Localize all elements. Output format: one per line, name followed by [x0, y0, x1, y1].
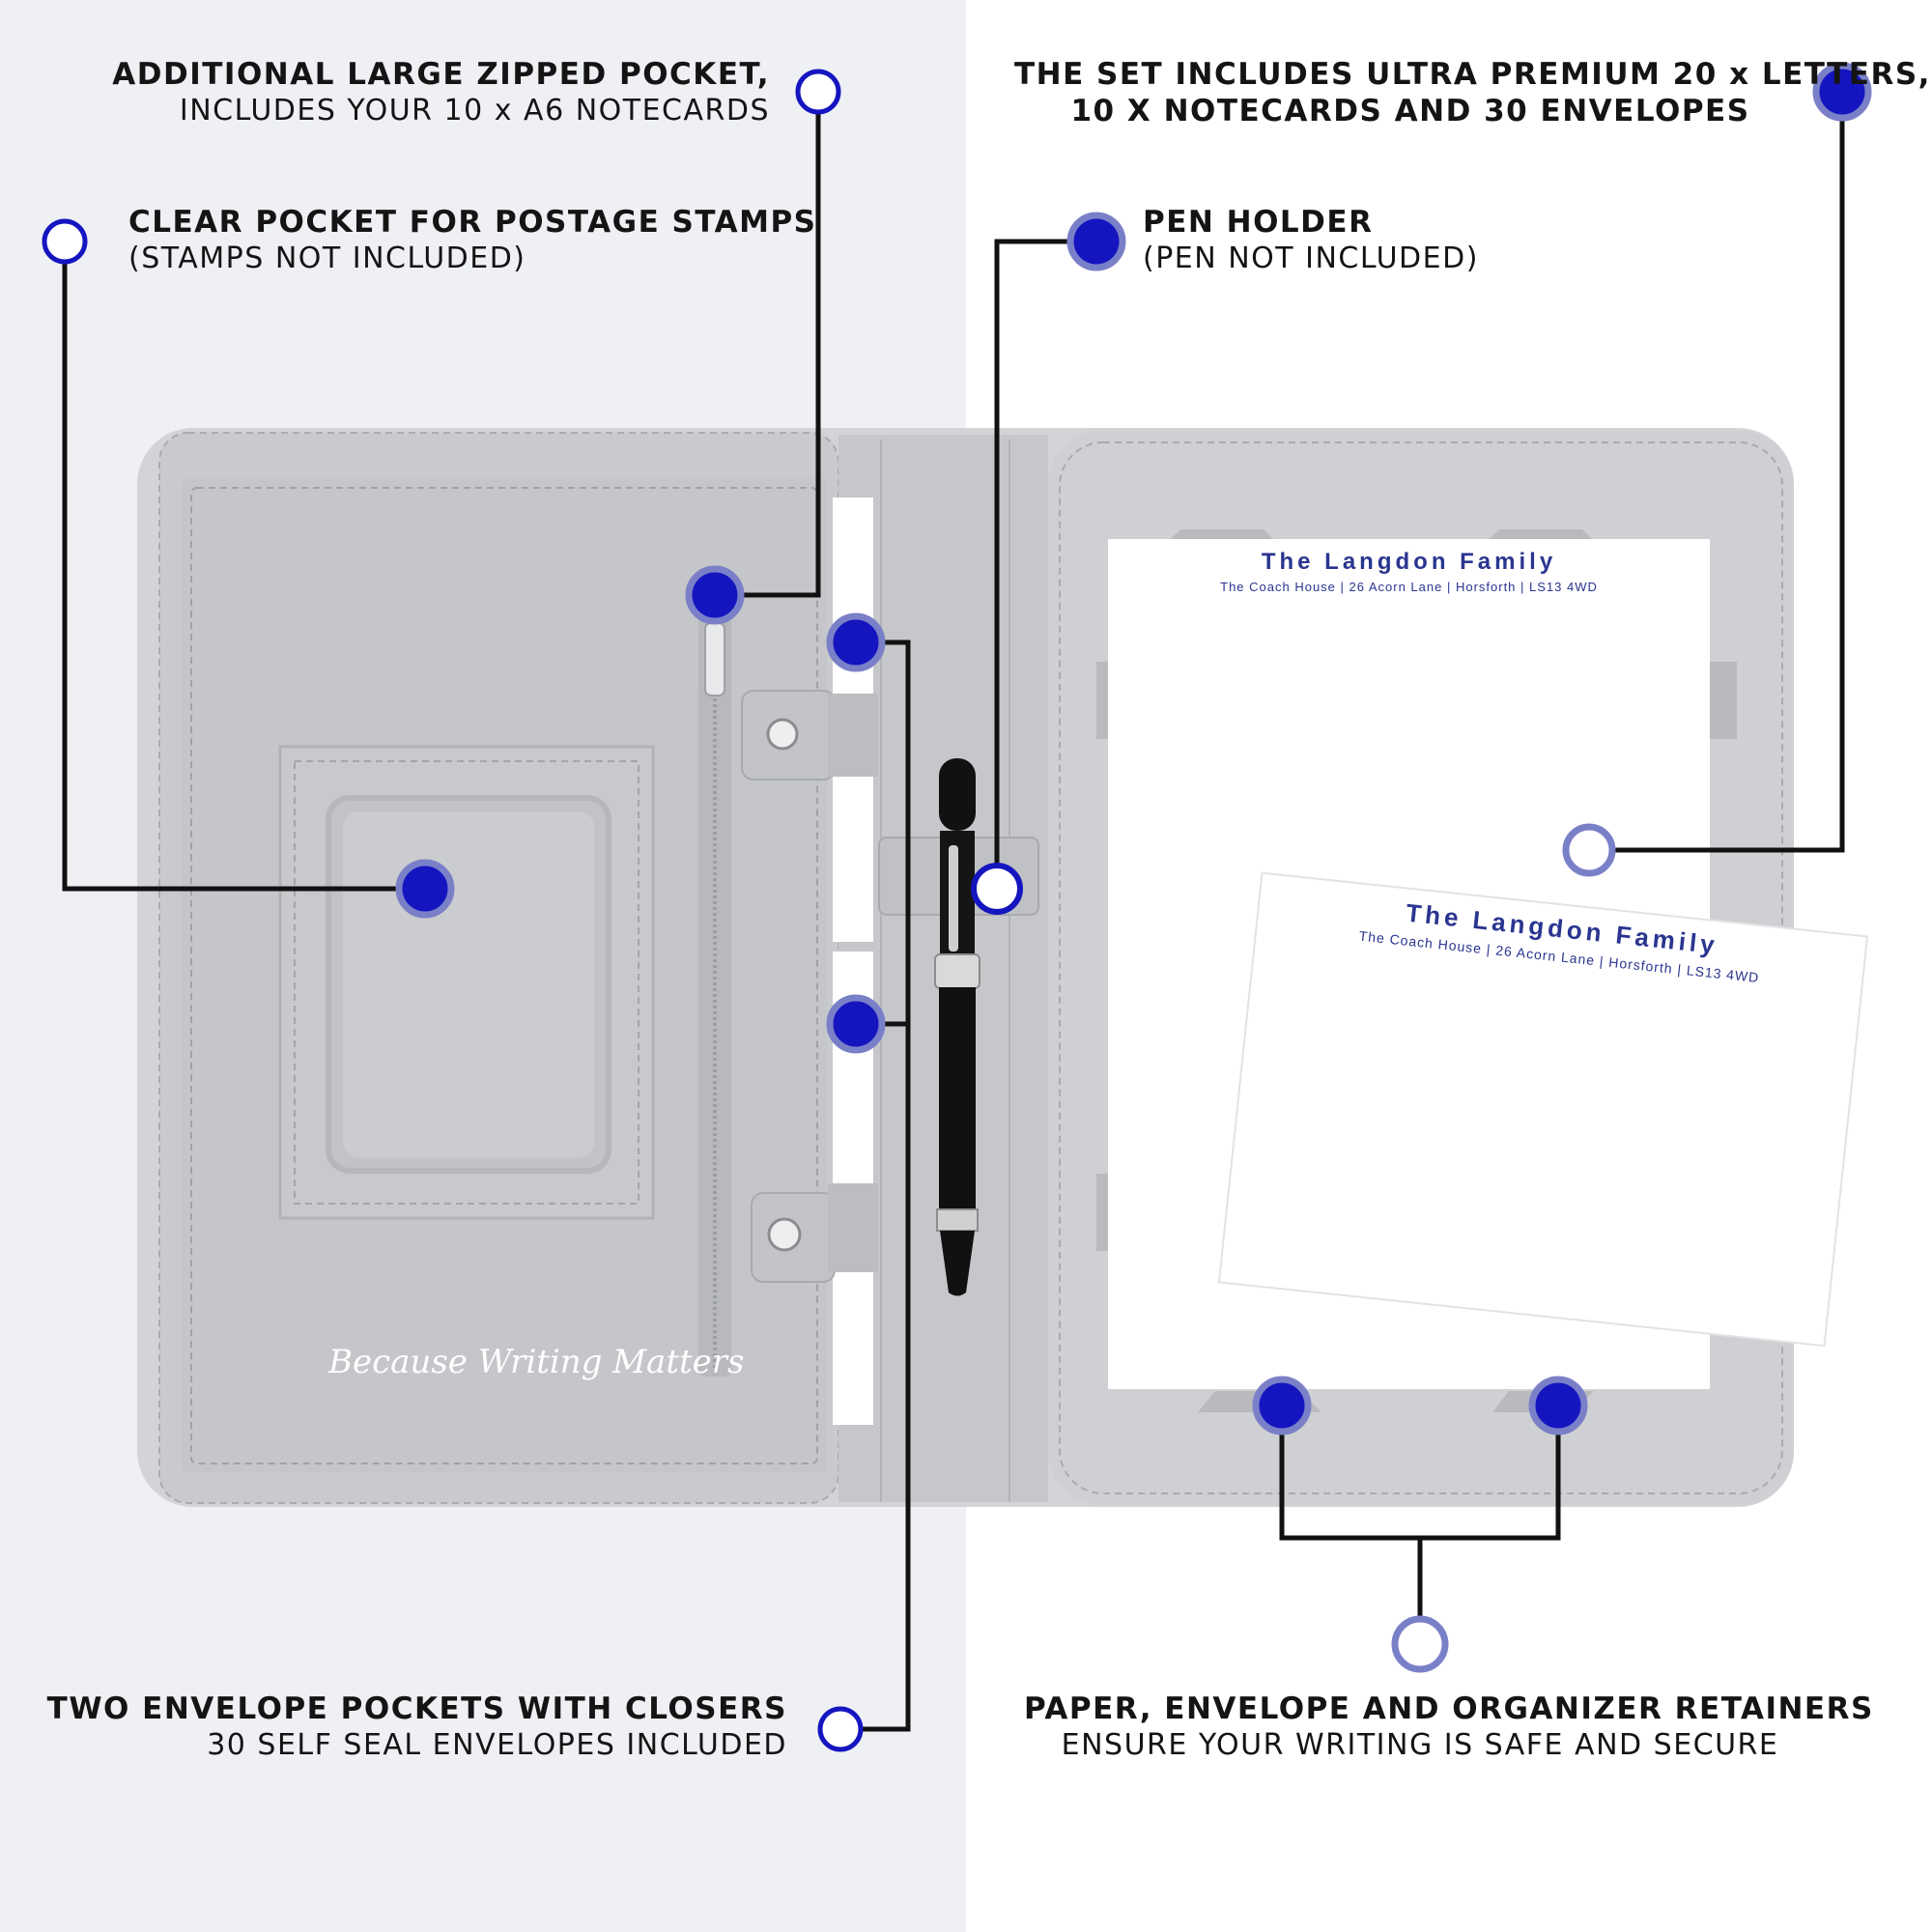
marker-retainer-right — [1528, 1376, 1588, 1435]
callout-zipped-pocket-title: ADDITIONAL LARGE ZIPPED POCKET, — [112, 57, 770, 92]
callout-envelope-pockets-title: TWO ENVELOPE POCKETS WITH CLOSERS — [46, 1691, 787, 1726]
marker-envelope-top — [826, 612, 886, 672]
callout-envelope-pockets: TWO ENVELOPE POCKETS WITH CLOSERS 30 SEL… — [47, 1690, 787, 1764]
folio-script-text: Because Writing Matters — [328, 1343, 745, 1381]
callout-retainers-subtitle: ENSURE YOUR WRITING IS SAFE AND SECURE — [1061, 1728, 1779, 1762]
zipper-pull — [704, 622, 725, 696]
snap-button-bottom — [767, 1217, 802, 1252]
marker-zipped-pocket — [685, 565, 745, 625]
pen-band — [934, 953, 980, 989]
letter-address: The Coach House | 26 Acorn Lane | Horsfo… — [1220, 580, 1598, 594]
callout-set-includes-title: THE SET INCLUDES ULTRA PREMIUM 20 x LETT… — [1014, 57, 1931, 92]
pen-clip — [949, 845, 958, 952]
notecard-group — [1217, 871, 1869, 1348]
callout-stamps-pocket-subtitle: (STAMPS NOT INCLUDED) — [128, 242, 526, 275]
marker-retainer-left — [1252, 1376, 1312, 1435]
letter-family-name: The Langdon Family — [1261, 549, 1557, 575]
marker-stamp-pocket-label — [42, 218, 88, 265]
notecard — [1217, 871, 1869, 1348]
callout-zipped-pocket: ADDITIONAL LARGE ZIPPED POCKET, INCLUDES… — [112, 56, 770, 129]
callout-set-includes-subtitle: 10 X NOTECARDS AND 30 ENVELOPES — [1070, 94, 1750, 128]
marker-notecard — [1562, 823, 1616, 877]
marker-envelope-pockets-label — [817, 1706, 864, 1752]
pen-cap-top — [939, 758, 976, 831]
callout-zipped-pocket-subtitle: INCLUDES YOUR 10 x A6 NOTECARDS — [179, 94, 770, 128]
marker-envelope-bottom — [826, 994, 886, 1054]
callout-stamps-pocket: CLEAR POCKET FOR POSTAGE STAMPS (STAMPS … — [128, 204, 817, 277]
snap-button-top — [766, 718, 799, 751]
retainer-right-top — [1708, 662, 1737, 739]
pen-end — [940, 1231, 975, 1296]
connector-lines — [62, 92, 1845, 1732]
marker-retainers-label — [1391, 1615, 1449, 1673]
callout-set-includes: THE SET INCLUDES ULTRA PREMIUM 20 x LETT… — [1014, 56, 1931, 129]
callout-envelope-pockets-subtitle: 30 SELF SEAL ENVELOPES INCLUDED — [207, 1728, 787, 1762]
markers-filled — [395, 62, 1872, 1435]
callout-pen-holder-subtitle: (PEN NOT INCLUDED) — [1143, 242, 1479, 275]
marker-pen-holder — [971, 863, 1023, 915]
callout-pen-holder-title: PEN HOLDER — [1143, 205, 1374, 240]
marker-set-includes-label — [1812, 62, 1872, 122]
callout-retainers-title: PAPER, ENVELOPE AND ORGANIZER RETAINERS — [1024, 1691, 1874, 1726]
marker-zipped-pocket-label — [795, 69, 841, 115]
markers-hollow — [42, 69, 1616, 1752]
callout-retainers: PAPER, ENVELOPE AND ORGANIZER RETAINERS … — [1024, 1690, 1874, 1764]
marker-pen-holder-label — [1066, 212, 1126, 271]
callout-pen-holder: PEN HOLDER (PEN NOT INCLUDED) — [1143, 204, 1479, 277]
pen-barrel — [939, 987, 976, 1209]
zipper-track — [698, 618, 731, 1377]
callout-stamps-pocket-title: CLEAR POCKET FOR POSTAGE STAMPS — [128, 205, 817, 240]
marker-stamp-pocket — [395, 859, 455, 919]
